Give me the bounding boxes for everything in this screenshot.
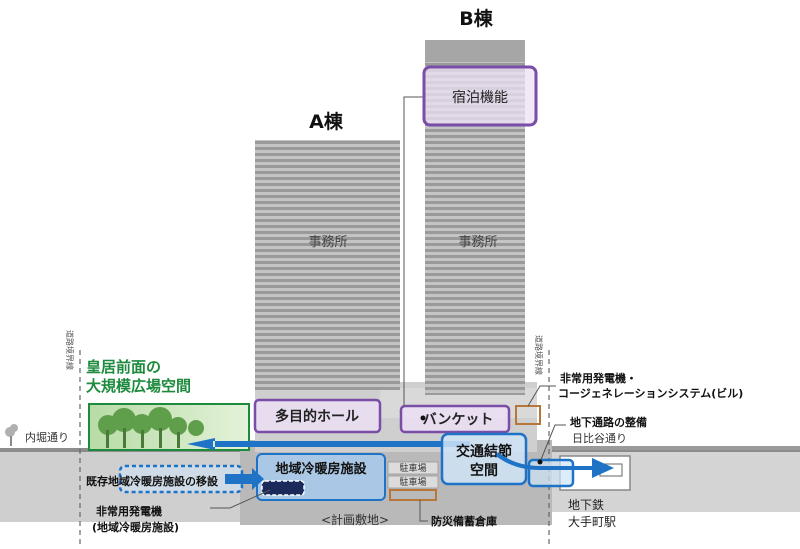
banquet-pointer-dot xyxy=(420,415,426,421)
cogen-line2: コージェネレーションシステム(ビル) xyxy=(558,386,743,400)
hotel-label: 宿泊機能 xyxy=(452,89,508,106)
tower-b-label: B棟 xyxy=(459,7,493,30)
generator-box xyxy=(261,480,305,496)
dhc-label: 地域冷暖房施設 xyxy=(275,461,367,477)
emergency-gen-line2: (地域冷暖房施設) xyxy=(92,520,179,534)
tower-a-label: A棟 xyxy=(309,110,344,133)
storage-box xyxy=(389,489,437,501)
left-road-label: 内堀通り xyxy=(25,430,69,444)
tower-a xyxy=(255,140,400,390)
storage-leader xyxy=(419,500,428,522)
underground-passage-box xyxy=(527,458,575,488)
hall-box xyxy=(253,398,382,434)
hall-label: 多目的ホール xyxy=(275,408,359,425)
right-road-label: 日比谷通り xyxy=(572,432,627,445)
tower-a-office-label: 事務所 xyxy=(308,235,347,250)
parking-box-2 xyxy=(387,475,439,489)
parking-box-1 xyxy=(387,461,439,475)
subway-line1: 地下鉄 xyxy=(568,497,604,512)
tower-b-crown xyxy=(425,40,525,62)
underground-passage-label: 地下通路の整備 xyxy=(570,415,647,429)
plaza-label-line2: 大規模広場空間 xyxy=(86,377,191,395)
passage-leader xyxy=(539,424,566,463)
cogen-leader xyxy=(527,385,556,407)
generator-leader xyxy=(210,489,271,509)
hotel-box xyxy=(422,65,538,127)
relocation-arrow xyxy=(225,468,264,490)
existing-dhc-label: 既存地域冷暖房施設の移設 xyxy=(86,474,219,488)
parking-label-2: 駐車場 xyxy=(399,476,426,488)
emergency-gen-line1: 非常用発電機 xyxy=(96,504,162,518)
tree-icon xyxy=(5,424,18,446)
site-label: <計画敷地> xyxy=(321,512,389,527)
transit-node-line2: 空間 xyxy=(470,462,498,479)
banquet-box xyxy=(399,404,511,434)
passage-pointer-dot xyxy=(537,459,543,465)
right-sidewalk xyxy=(552,446,800,450)
parking-label-1: 駐車場 xyxy=(399,462,426,474)
trees-icon xyxy=(98,407,204,448)
hotel-leader-line xyxy=(403,96,426,408)
plaza-label-line1: 皇居前面の xyxy=(86,358,161,376)
storage-label: 防災備蓄倉庫 xyxy=(431,514,497,528)
pedestrian-arrow-right xyxy=(496,452,614,478)
cogen-line1: 非常用発電機・ xyxy=(560,371,637,385)
transit-node-box xyxy=(440,432,528,486)
banquet-label: バンケット xyxy=(423,412,494,428)
subway-line2: 大手町駅 xyxy=(568,515,616,529)
boundary-label-left: 道路境界線 xyxy=(65,330,75,370)
tower-b-office-label: 事務所 xyxy=(458,235,497,250)
pedestrian-arrow-left xyxy=(187,438,470,450)
boundary-label-right: 道路境界線 xyxy=(534,335,544,375)
